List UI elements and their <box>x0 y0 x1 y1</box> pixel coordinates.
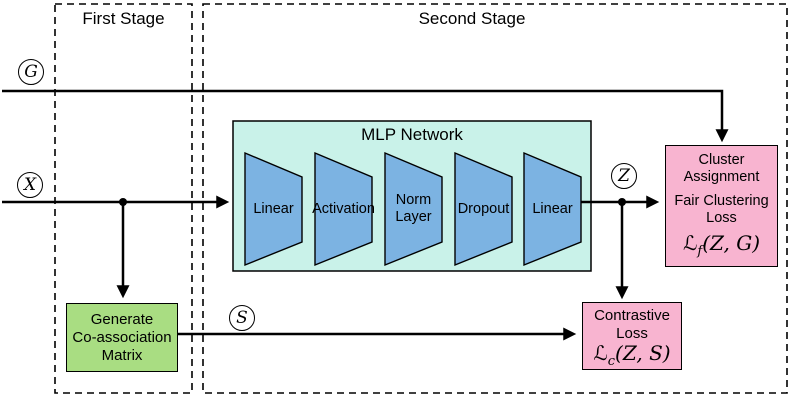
symbol-g: G <box>18 59 44 85</box>
contrastive-loss-box: Contrastive Loss ℒc(Z, S) <box>582 302 682 370</box>
contrastive-loss-subscript: c <box>607 354 616 369</box>
contrastive-loss-args: (Z, S) <box>615 341 671 365</box>
layer-shape-norm-layer <box>384 151 443 267</box>
z-branch-junction-dot <box>618 198 626 206</box>
layer-label-activation: Activation <box>312 200 375 217</box>
fair-loss-formula: ℒf(Z, G) <box>683 233 760 260</box>
contrastive-loss-formula: ℒc(Z, S) <box>593 343 670 370</box>
layer-shape-dropout <box>454 151 513 267</box>
g-to-fair-loss-arrow <box>2 89 729 143</box>
second-stage-label: Second Stage <box>418 9 526 28</box>
contrastive-loss-title: Contrastive Loss <box>594 307 670 342</box>
layer-shape-linear-2 <box>523 151 582 267</box>
layer-label-norm-layer: Norm Layer <box>395 192 432 225</box>
layer-label-linear-2: Linear <box>532 200 573 217</box>
symbol-s: S <box>229 305 255 331</box>
co-association-matrix-box: Generate Co-association Matrix <box>66 303 178 372</box>
mlp-network-title: MLP Network <box>361 125 463 144</box>
fair-loss-operator: ℒ <box>682 231 698 255</box>
second-stage-box <box>202 3 788 394</box>
layer-shape-activation <box>314 151 373 267</box>
layer-label-dropout: Dropout <box>457 200 510 217</box>
symbol-z: Z <box>611 163 637 189</box>
fair-loss-args: (Z, G) <box>702 231 761 255</box>
symbol-x: X <box>17 172 43 198</box>
fair-loss-subtitle: Fair Clustering Loss <box>674 192 769 226</box>
fair-clustering-loss-box: Cluster Assignment Fair Clustering Loss … <box>665 145 778 267</box>
x-branch-junction-dot <box>119 198 127 206</box>
layer-shape-linear-1 <box>244 151 303 267</box>
first-stage-label: First Stage <box>82 9 165 28</box>
fair-loss-subscript: f <box>697 244 703 259</box>
first-stage-box <box>54 3 193 394</box>
contrastive-loss-operator: ℒ <box>593 341 608 365</box>
layer-label-linear-1: Linear <box>253 200 294 217</box>
fair-loss-title: Cluster Assignment <box>683 152 760 186</box>
